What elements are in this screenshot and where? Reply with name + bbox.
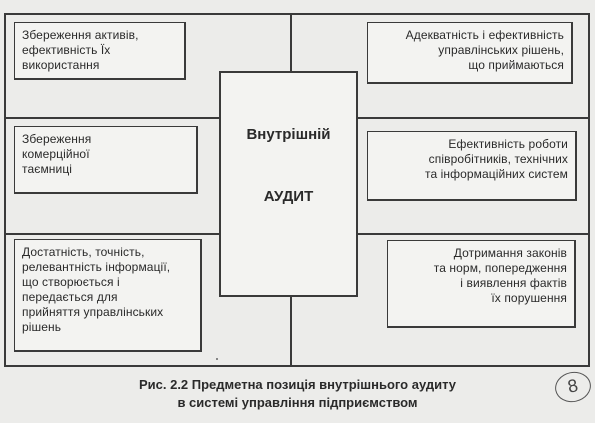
figure-caption-line2: в системі управління підприємством — [177, 395, 418, 410]
figure-caption-line1: Рис. 2.2 Предметна позиція внутрішнього … — [138, 377, 457, 392]
center-title-line2: АУДИТ — [263, 188, 314, 205]
internal-audit-box: Внутрішній АУДИТ — [219, 71, 358, 297]
box-staff-systems-efficiency: Ефективність роботи співробітників, техн… — [367, 131, 577, 201]
box-law-compliance: Дотримання законів та норм, попередження… — [387, 240, 576, 328]
scan-speck — [216, 358, 218, 360]
box-management-decisions: Адекватність і ефективність управлінськи… — [367, 22, 573, 84]
outer-frame — [4, 13, 590, 367]
box-information-quality: Достатність, точність, релевантність інф… — [14, 239, 202, 352]
center-title-line1: Внутрішній — [246, 126, 331, 143]
box-asset-preservation: Збереження активів, ефективність Їх вико… — [14, 22, 186, 80]
box-trade-secret: Збереження комерційної таємниці — [14, 126, 198, 194]
